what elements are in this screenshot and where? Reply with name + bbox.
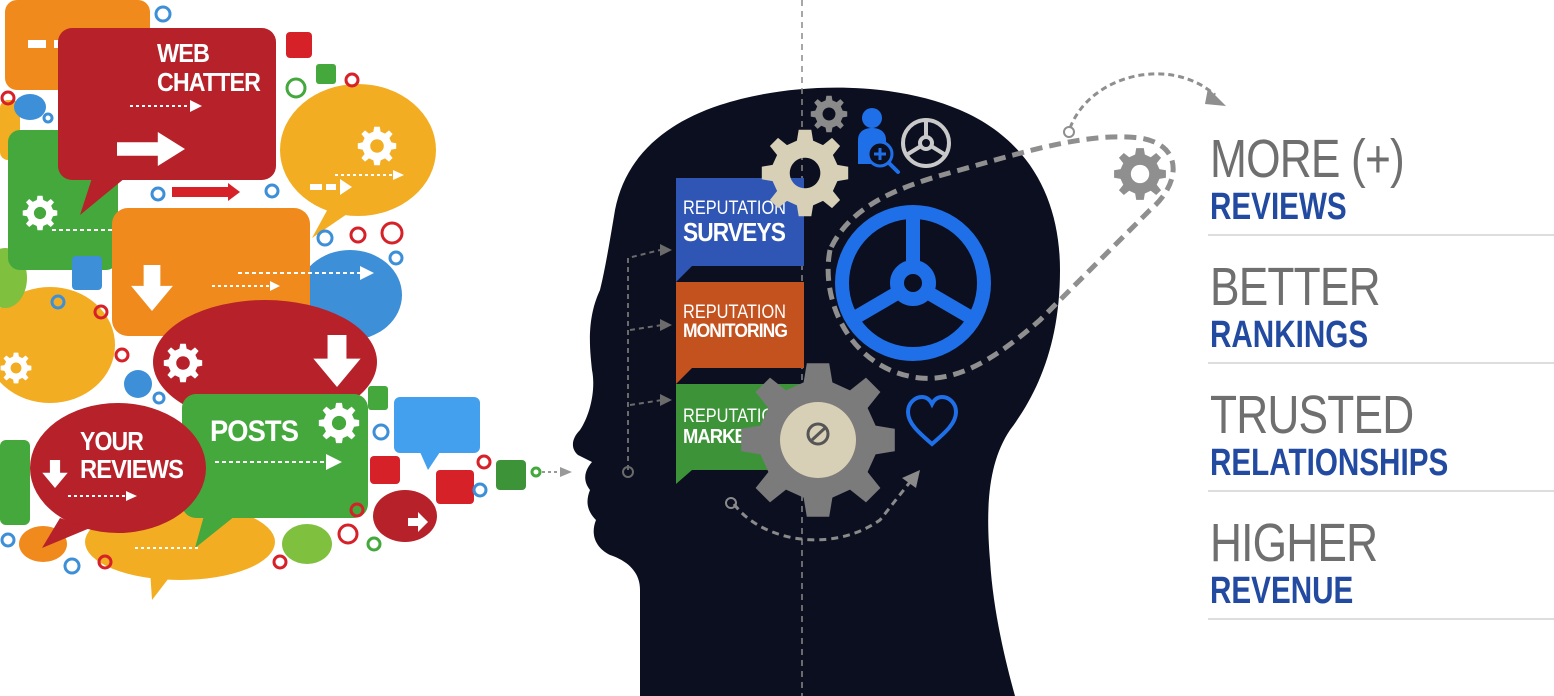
outcome-line2: REVIEWS bbox=[1210, 186, 1347, 228]
posts-label: POSTS bbox=[210, 415, 298, 448]
brain-icons bbox=[725, 95, 991, 542]
your-reviews-line2: REVIEWS bbox=[80, 454, 184, 484]
panel-monitoring-bottom: MONITORING bbox=[683, 321, 787, 342]
outcomes-list: MORE (+) REVIEWS BETTER RANKINGS TRUSTED… bbox=[1208, 132, 1554, 644]
outcome-better-rankings: BETTER RANKINGS bbox=[1208, 260, 1554, 388]
outcome-line2: RELATIONSHIPS bbox=[1210, 442, 1449, 484]
panel-marketing-top: REPUTATION bbox=[683, 406, 786, 427]
large-gear-icon bbox=[741, 363, 895, 517]
web-chatter-line1: WEB bbox=[157, 38, 209, 68]
outcome-line1: BETTER bbox=[1210, 257, 1381, 317]
speech-bubble-cloud: WEB CHATTER YOUR REVIEWS POSTS bbox=[0, 0, 572, 600]
steering-wheel-icon bbox=[835, 205, 991, 361]
outcome-trusted-relationships: TRUSTED RELATIONSHIPS bbox=[1208, 388, 1554, 516]
panel-connectors bbox=[627, 249, 663, 470]
your-reviews-line1: YOUR bbox=[80, 426, 144, 456]
panel-monitoring-top: REPUTATION bbox=[683, 302, 786, 323]
divider bbox=[1208, 490, 1554, 492]
panel-surveys-bottom: SURVEYS bbox=[683, 217, 786, 247]
outcome-line1: MORE (+) bbox=[1210, 129, 1405, 189]
belt-gear-icon bbox=[1114, 148, 1166, 200]
outcome-line2: RANKINGS bbox=[1210, 314, 1369, 356]
small-steering-wheel-icon bbox=[901, 118, 951, 168]
web-chatter-line2: CHATTER bbox=[157, 67, 261, 97]
gear-belt bbox=[825, 134, 1176, 381]
panel-surveys-top: REPUTATION bbox=[683, 198, 786, 219]
divider bbox=[1208, 234, 1554, 236]
divider bbox=[1208, 362, 1554, 364]
outcome-line1: TRUSTED bbox=[1210, 385, 1414, 445]
panel-surveys: REPUTATION SURVEYS bbox=[676, 178, 804, 282]
outcome-more-reviews: MORE (+) REVIEWS bbox=[1208, 132, 1554, 260]
outcome-line1: HIGHER bbox=[1210, 513, 1378, 573]
outcome-line2: REVENUE bbox=[1210, 570, 1354, 612]
panel-monitoring: REPUTATION MONITORING bbox=[676, 282, 804, 384]
divider bbox=[1208, 618, 1554, 620]
heart-icon bbox=[905, 394, 959, 447]
person-search-icon bbox=[858, 108, 900, 174]
outcome-higher-revenue: HIGHER REVENUE bbox=[1208, 516, 1554, 644]
outcome-arrow bbox=[1063, 72, 1226, 138]
